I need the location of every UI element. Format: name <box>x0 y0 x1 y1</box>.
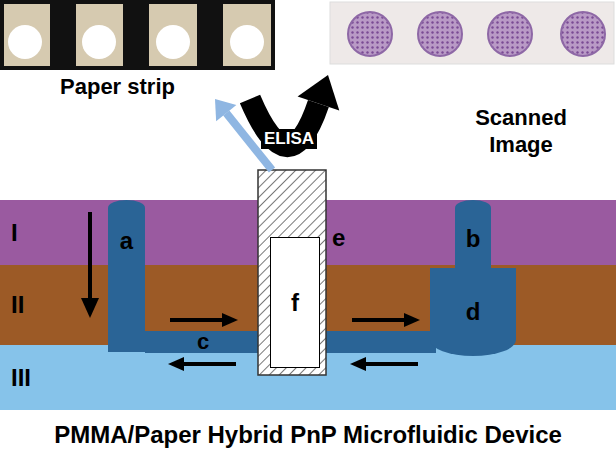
node-label: e <box>332 224 345 252</box>
paper-slot: f <box>270 237 320 368</box>
node-label: c <box>197 331 209 353</box>
node-label: Paper strip <box>60 74 175 99</box>
flow-channel: c <box>145 331 258 353</box>
title: PMMA/Paper Hybrid PnP Microfluidic Devic… <box>54 421 562 449</box>
node-label: Scanned Image <box>456 104 586 158</box>
paper-holder: ef <box>258 170 348 375</box>
title-bar: PMMA/Paper Hybrid PnP Microfluidic Devic… <box>0 421 616 449</box>
channel <box>324 331 436 353</box>
node-label: II <box>11 291 24 319</box>
scanned-image-photo <box>330 2 614 64</box>
hatched-holder <box>258 170 326 375</box>
inlet-channel: a <box>108 200 145 352</box>
reservoir: d <box>430 268 516 356</box>
photo-panel: Paper strip <box>0 0 275 99</box>
node-label: d <box>466 298 481 326</box>
node-label: III <box>11 364 31 392</box>
photo-panel: Scanned Image <box>328 0 616 158</box>
node-label: I <box>11 219 18 247</box>
channel <box>145 331 260 353</box>
node-label: f <box>291 289 299 317</box>
paper-strip-photo <box>2 2 273 68</box>
node-label: b <box>466 225 481 253</box>
node-label: a <box>120 227 133 255</box>
edge-label: ELISA <box>261 129 317 149</box>
